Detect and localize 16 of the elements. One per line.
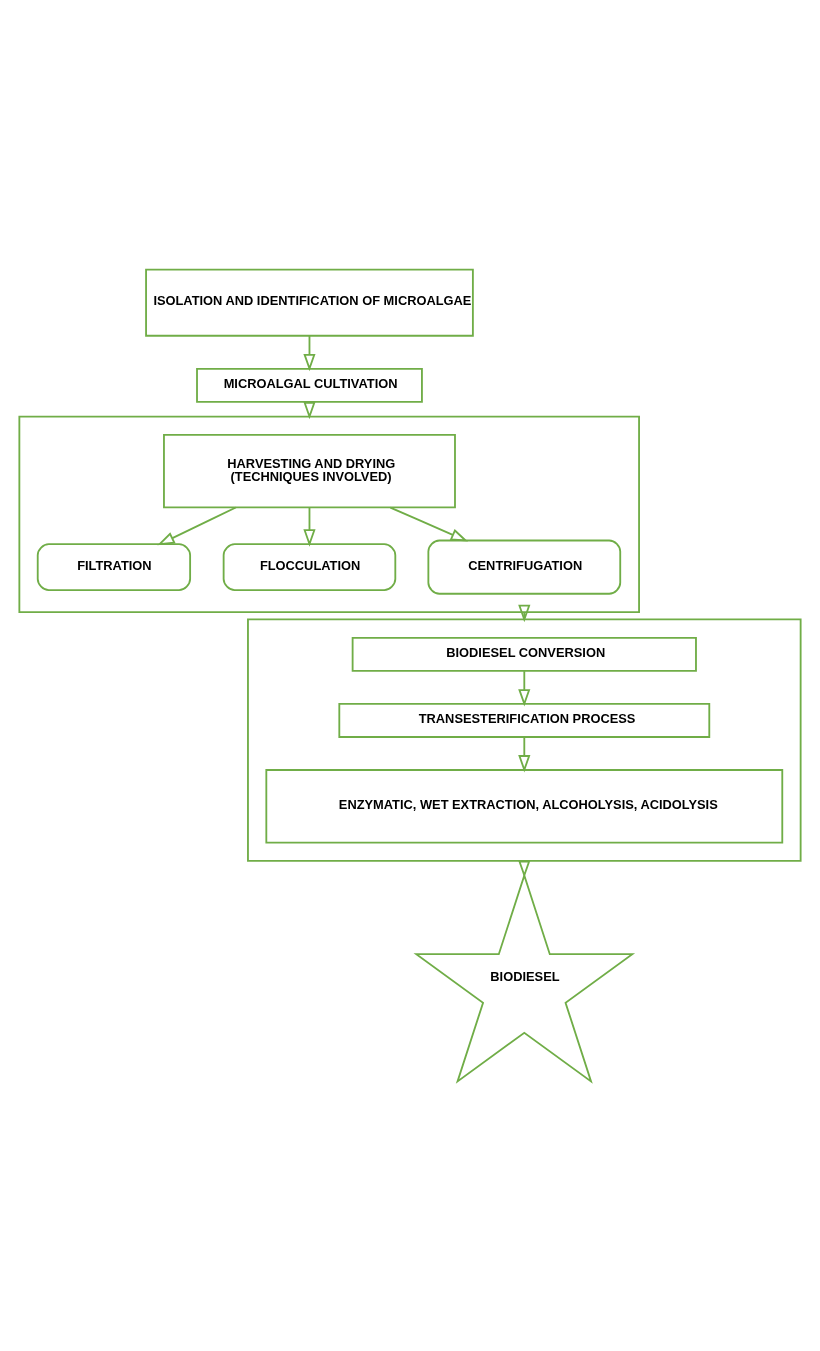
node-box: FILTRATION [36, 543, 192, 591]
arrow [518, 604, 531, 623]
arrow [518, 736, 531, 773]
arrow [518, 670, 531, 707]
arrow [389, 506, 469, 542]
node-box: ISOLATION AND IDENTIFICATION OF MICROALGAE [145, 268, 474, 337]
node-box: HARVESTING AND DRYING (TECHNIQUES INVOLVED) [163, 434, 456, 509]
node-box: TRANSESTERIFICATION PROCESS [338, 703, 711, 738]
cluster [18, 415, 640, 614]
arrow [303, 334, 316, 372]
arrow [157, 506, 237, 546]
node-box: CENTRIFUGATION [427, 539, 622, 595]
node-box: ENZYMATIC, WET EXTRACTION, ALCOHOLYSIS, ACIDOLYSIS [265, 769, 784, 844]
node-box: FLOCCULATION [222, 543, 397, 591]
node-box: BIODIESEL CONVERSION [351, 636, 697, 672]
arrow [303, 506, 316, 547]
